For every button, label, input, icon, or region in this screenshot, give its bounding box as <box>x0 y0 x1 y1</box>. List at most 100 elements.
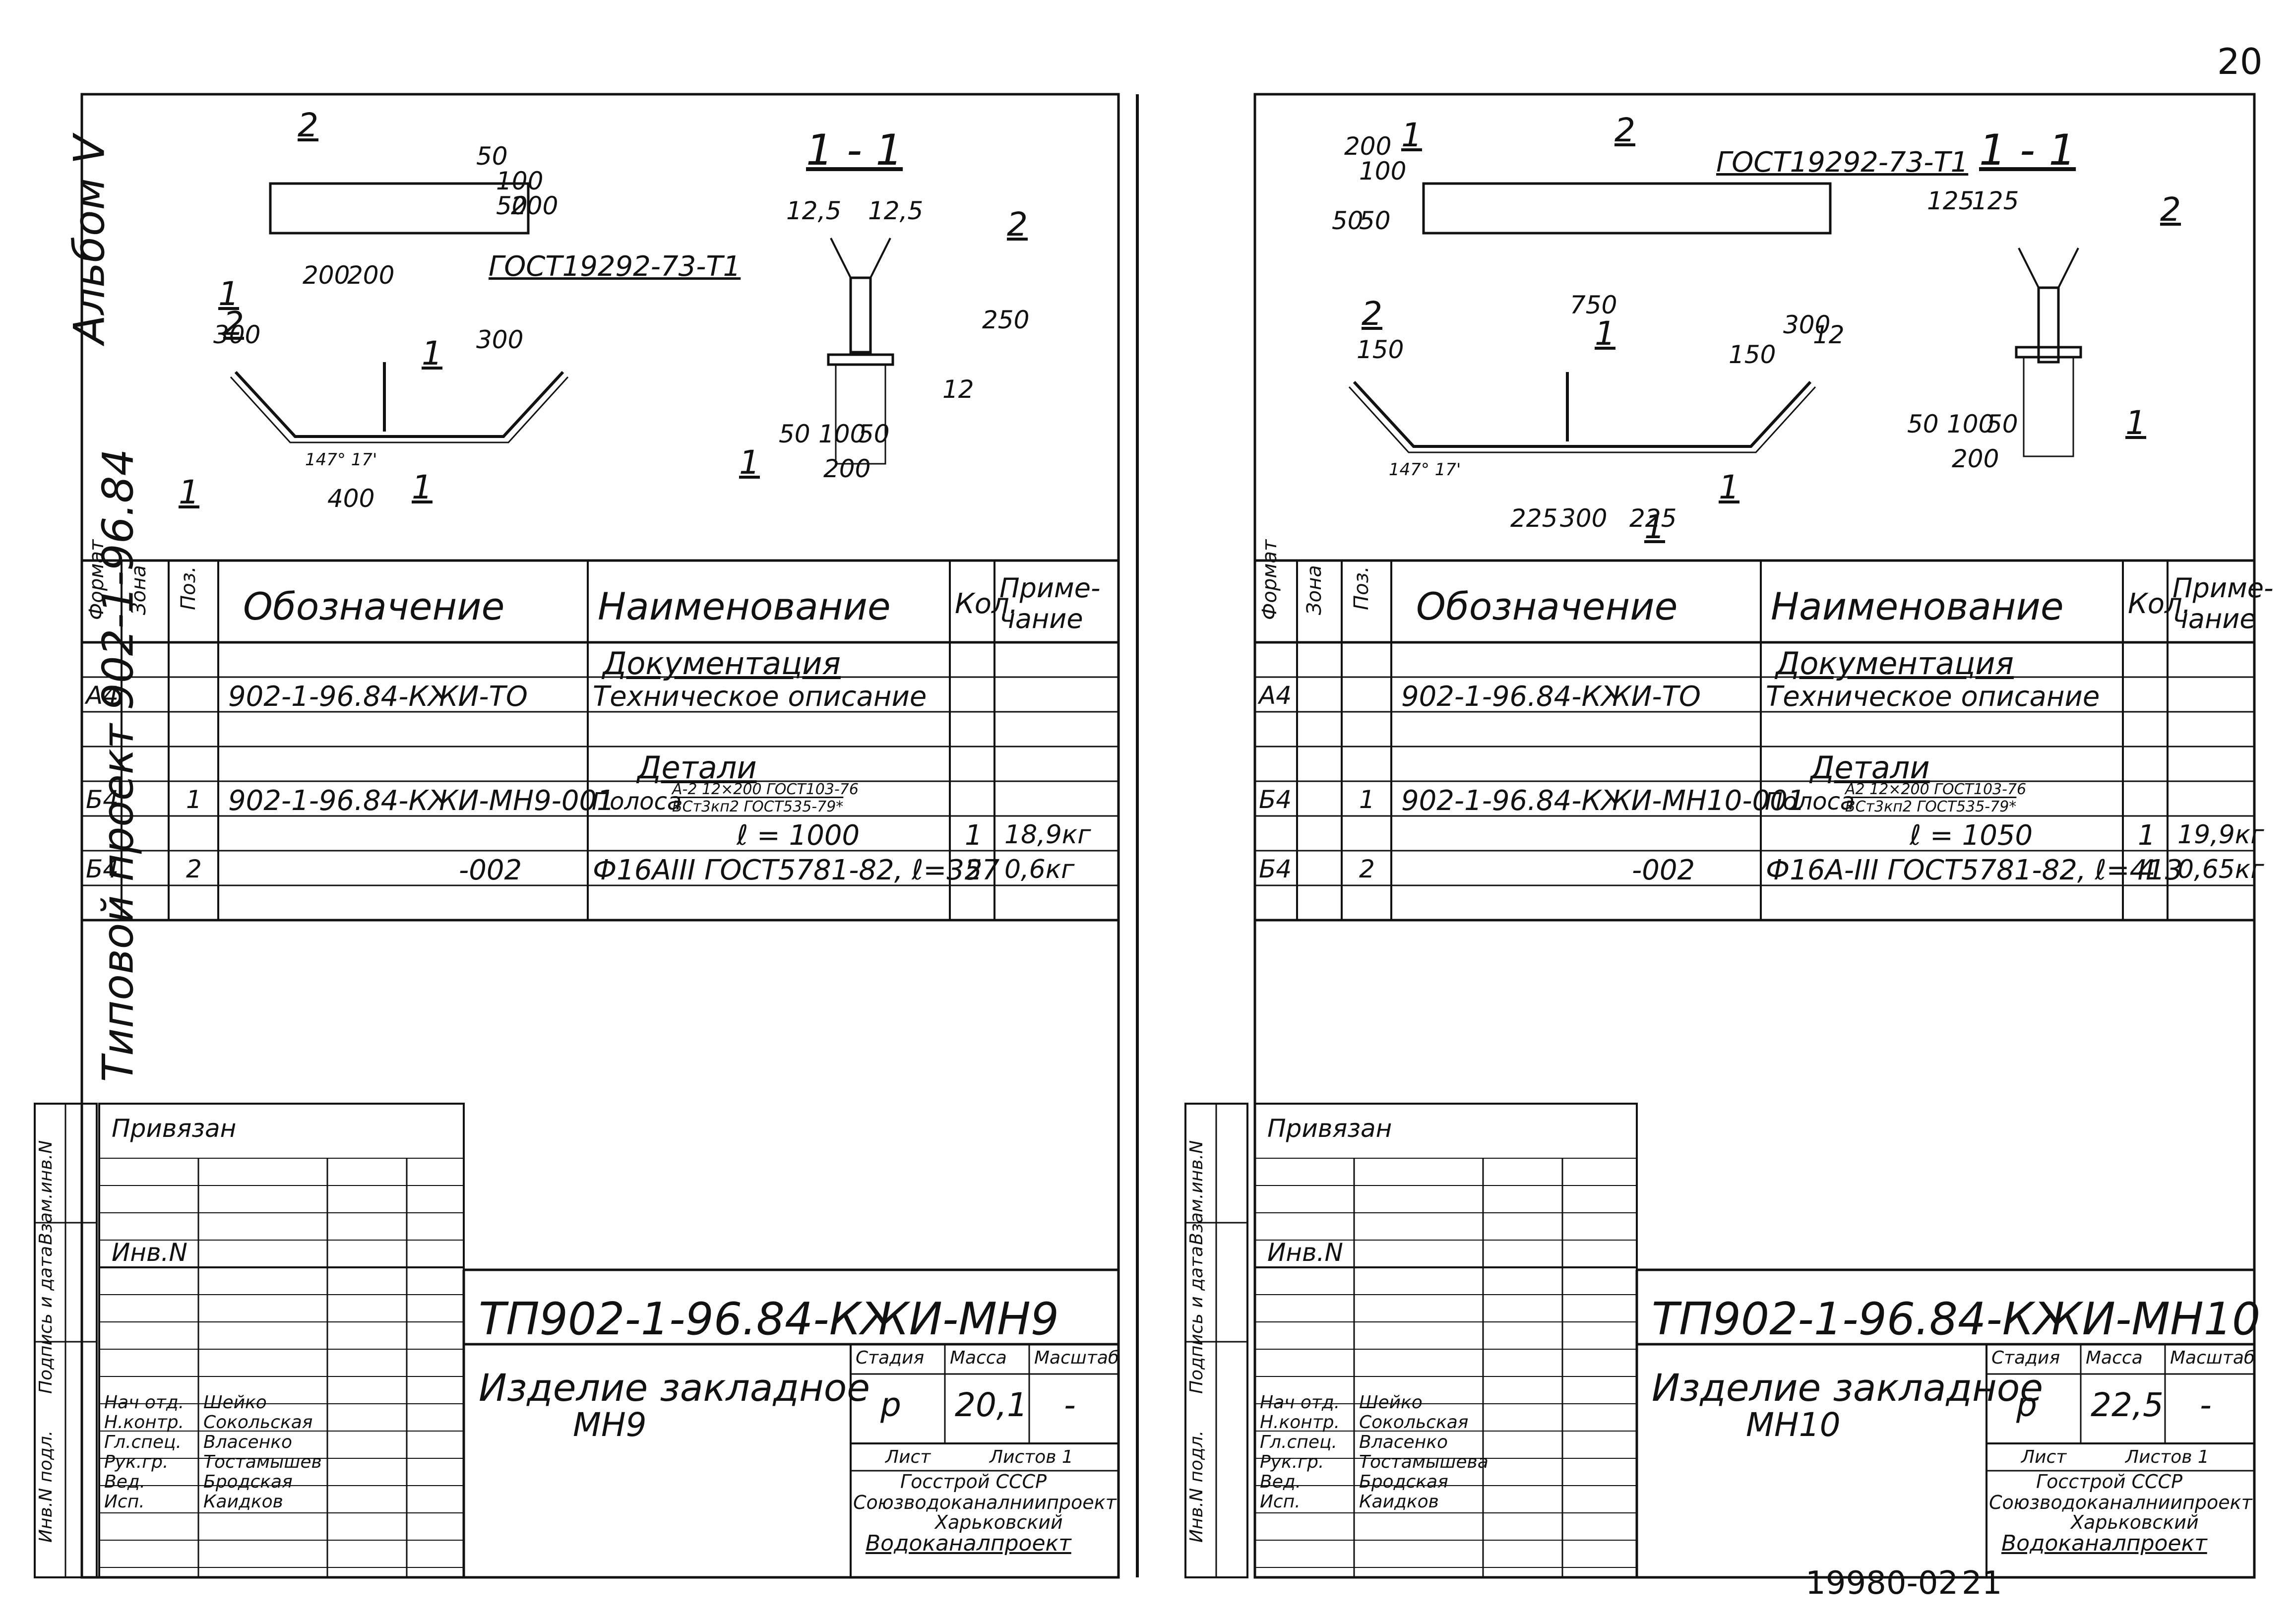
dimension-label: 750 <box>1570 291 1617 319</box>
gost-label: ГОСТ19292-73-Т1 <box>489 250 741 283</box>
row-pos: 1 <box>1359 785 1375 814</box>
scale-label: Масштаб <box>1034 1348 1119 1368</box>
row-name: Полоса <box>592 788 682 815</box>
col-header-note: Приме-чание <box>999 572 1101 635</box>
row-pos: 2 <box>1359 855 1375 883</box>
dimension-label: 200 <box>1952 444 1999 473</box>
footer-page: 21 <box>1962 1565 2002 1602</box>
section-plate <box>827 353 894 366</box>
person-role: Исп. <box>104 1492 145 1512</box>
dimension-label: 50 <box>1359 206 1391 235</box>
dimension-label: 12,5 <box>868 196 924 225</box>
dimension-label: 300 <box>1783 311 1831 339</box>
org-line-1: Госстрой СССР <box>900 1471 1047 1493</box>
col-header-designation: Обозначение <box>1416 584 1678 628</box>
row-qty: 1 <box>2138 819 2156 852</box>
row-format: А4 <box>86 681 119 710</box>
scale-value: - <box>2200 1386 2212 1424</box>
col-header-qty: Кол. <box>955 588 1018 620</box>
col-header-qty: Кол. <box>2128 588 2191 620</box>
dimension-label: 125 <box>1972 187 2019 215</box>
dimension-label: 200 <box>823 454 871 483</box>
bent-bar <box>234 371 564 438</box>
doc-subtitle: МН9 <box>573 1406 647 1444</box>
org-line-2: Союзводоканалниипроект <box>853 1492 1117 1513</box>
dimension-label: 50 <box>1332 206 1364 235</box>
sheets-label: Листов 1 <box>2125 1447 2209 1467</box>
dimension-label: 125 <box>1927 187 1975 215</box>
row-name-sub: ВСт3кп2 ГОСТ535-79* <box>672 798 844 815</box>
position-label: 1 <box>179 473 199 511</box>
bound-label: Привязан <box>112 1114 237 1143</box>
row-pos: 2 <box>186 855 202 883</box>
position-label: 1 <box>2125 404 2146 442</box>
mass-label: Масса <box>2086 1348 2143 1368</box>
dimension-label: 50 <box>858 420 890 448</box>
person-role: Нач отд. <box>1260 1392 1340 1413</box>
dimension-label: 100 <box>818 420 866 448</box>
dimension-label: 150 <box>1729 340 1776 369</box>
person-role: Н.контр. <box>104 1412 185 1433</box>
org-line-4: Водоканалпроект <box>866 1531 1071 1556</box>
person-name: Тостамышева <box>1359 1452 1489 1472</box>
dimension-label: 225 <box>1629 504 1677 533</box>
person-name: Сокольская <box>1359 1412 1469 1433</box>
mass-value: 22,5 <box>2091 1386 2164 1424</box>
person-name: Тостамышев <box>203 1452 322 1472</box>
person-role: Нач отд. <box>104 1392 185 1413</box>
position-label: 1 <box>739 443 760 482</box>
dimension-label: 50 <box>779 420 810 448</box>
sheet-label: Лист <box>2021 1447 2067 1467</box>
bent-bar <box>1353 380 1812 448</box>
row-qty: 2 <box>965 854 983 886</box>
dimension-label: 200 <box>1344 132 1392 161</box>
position-label: 2 <box>1362 295 1382 333</box>
sheet-frame <box>1253 93 2256 1579</box>
row-note: 0,65кг <box>2177 855 2264 884</box>
col-header-name: Наименование <box>598 584 891 628</box>
inv-label: Инв.N <box>1267 1238 1343 1267</box>
row-pos: 1 <box>186 785 202 814</box>
doc-title: Изделие закладное <box>479 1366 870 1410</box>
dimension-label: 12,5 <box>786 196 842 225</box>
inv-label: Инв.N <box>112 1238 187 1267</box>
row-name: Ф16АIII ГОСТ5781-82, ℓ=357 <box>593 854 1000 886</box>
footer-code: 19980-02 <box>1805 1565 1959 1602</box>
row-name-sup: А2 12×200 ГОСТ103-76 <box>1845 781 2027 798</box>
dimension-label: 100 <box>496 167 544 195</box>
person-role: Рук.гр. <box>104 1452 169 1472</box>
row-designation: -002 <box>459 854 522 886</box>
row-format: Б4 <box>1259 785 1292 814</box>
dimension-label: 300 <box>213 320 261 349</box>
org-line-3: Харьковский <box>2071 1511 2199 1533</box>
person-role: Вед. <box>104 1472 146 1492</box>
doc-subtitle: МН10 <box>1746 1406 1841 1444</box>
row-designation: 902-1-96.84-КЖИ-ТО <box>228 681 528 713</box>
person-role: Рук.гр. <box>1260 1452 1324 1472</box>
person-name: Каидков <box>1359 1492 1439 1512</box>
sheets-label: Листов 1 <box>990 1447 1073 1467</box>
row-designation: 902-1-96.84-КЖИ-ТО <box>1401 681 1701 713</box>
dimension-label: 12 <box>1813 320 1845 349</box>
scale-value: - <box>1064 1386 1076 1424</box>
row-name: Документация <box>603 645 841 682</box>
col-header-name: Наименование <box>1771 584 2064 628</box>
row-format: Б4 <box>1259 855 1292 883</box>
org-line-2: Союзводоканалниипроект <box>1989 1492 2252 1513</box>
row-name: Ф16А-III ГОСТ5781-82, ℓ=413 <box>1766 854 2183 886</box>
position-label: 1 <box>218 275 239 313</box>
plate-plan <box>1422 182 1832 235</box>
row-name: ℓ = 1000 <box>737 819 860 852</box>
row-name: Техническое описание <box>1766 681 2100 713</box>
col-header-designation: Обозначение <box>243 584 505 628</box>
position-label: 2 <box>1007 205 1028 244</box>
bend-angle: 147° 17' <box>1389 460 1461 480</box>
bend-angle: 147° 17' <box>305 450 377 470</box>
mass-value: 20,1 <box>955 1386 1028 1424</box>
dimension-label: 250 <box>982 306 1030 334</box>
row-name: Детали <box>637 749 757 786</box>
position-label: 1 <box>1401 116 1422 154</box>
dimension-label: 300 <box>476 325 524 354</box>
org-line-3: Харьковский <box>935 1511 1063 1533</box>
row-format: Б4 <box>86 855 119 883</box>
